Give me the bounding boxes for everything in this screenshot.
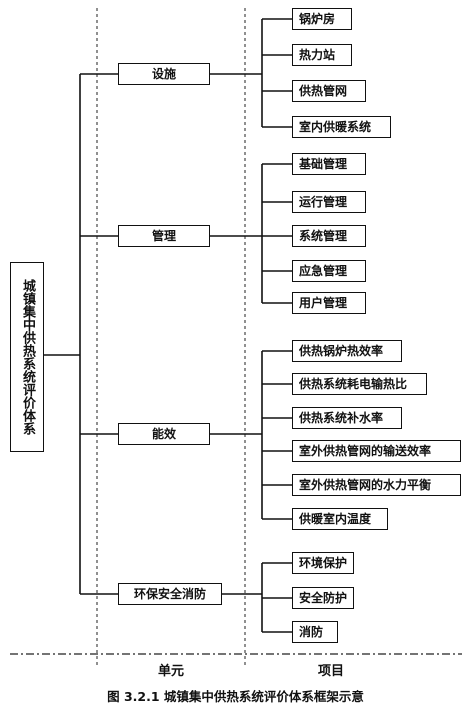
unit-box-env-safety-fire: 环保安全消防 [118, 583, 222, 605]
root-system-box: 城镇集中供热系统评价体系 [10, 262, 44, 452]
item-box: 供暖室内温度 [292, 508, 388, 530]
unit-box-management: 管理 [118, 225, 210, 247]
item-box: 室外供热管网的水力平衡 [292, 474, 461, 496]
item-box: 基础管理 [292, 153, 366, 175]
item-box: 安全防护 [292, 587, 354, 609]
unit-label: 管理 [151, 229, 176, 243]
item-label: 供热管网 [299, 84, 348, 98]
unit-label: 能效 [151, 427, 176, 441]
unit-box-energy-efficiency: 能效 [118, 423, 210, 445]
item-box: 用户管理 [292, 292, 366, 314]
item-label: 应急管理 [299, 264, 348, 278]
item-box: 室外供热管网的输送效率 [292, 440, 461, 462]
item-label: 用户管理 [299, 296, 348, 310]
item-box: 系统管理 [292, 225, 366, 247]
item-label: 锅炉房 [299, 12, 336, 26]
item-label: 室内供暖系统 [299, 120, 372, 134]
root-label: 城镇集中供热系统评价体系 [20, 279, 35, 435]
item-label: 供热锅炉热效率 [299, 344, 384, 358]
column-label-unit: 单元 [158, 664, 185, 679]
item-label: 室外供热管网的水力平衡 [299, 478, 432, 492]
item-label: 供热系统耗电输热比 [299, 377, 408, 391]
item-box: 运行管理 [292, 191, 366, 213]
item-box: 锅炉房 [292, 8, 352, 30]
item-box: 热力站 [292, 44, 352, 66]
item-box: 供热系统补水率 [292, 407, 402, 429]
item-label: 环境保护 [299, 556, 348, 570]
item-box: 应急管理 [292, 260, 366, 282]
item-label: 消防 [299, 625, 324, 639]
item-box: 供热系统耗电输热比 [292, 373, 427, 395]
connector-lines [44, 18, 292, 633]
item-label: 系统管理 [299, 229, 348, 243]
item-label: 安全防护 [299, 591, 348, 605]
item-label: 室外供热管网的输送效率 [299, 444, 432, 458]
unit-box-facilities: 设施 [118, 63, 210, 85]
figure-caption: 图 3.2.1 城镇集中供热系统评价体系框架示意 [107, 689, 364, 704]
item-label: 供热系统补水率 [299, 411, 384, 425]
item-label: 基础管理 [299, 157, 348, 171]
item-label: 热力站 [299, 48, 336, 62]
item-label: 运行管理 [299, 195, 348, 209]
unit-label: 环保安全消防 [133, 587, 206, 601]
item-box: 供热锅炉热效率 [292, 340, 402, 362]
column-label-item: 项目 [318, 664, 345, 679]
item-label: 供暖室内温度 [299, 512, 372, 526]
unit-label: 设施 [151, 67, 176, 81]
item-box: 供热管网 [292, 80, 366, 102]
item-box: 室内供暖系统 [292, 116, 391, 138]
item-box: 消防 [292, 621, 338, 643]
item-box: 环境保护 [292, 552, 354, 574]
